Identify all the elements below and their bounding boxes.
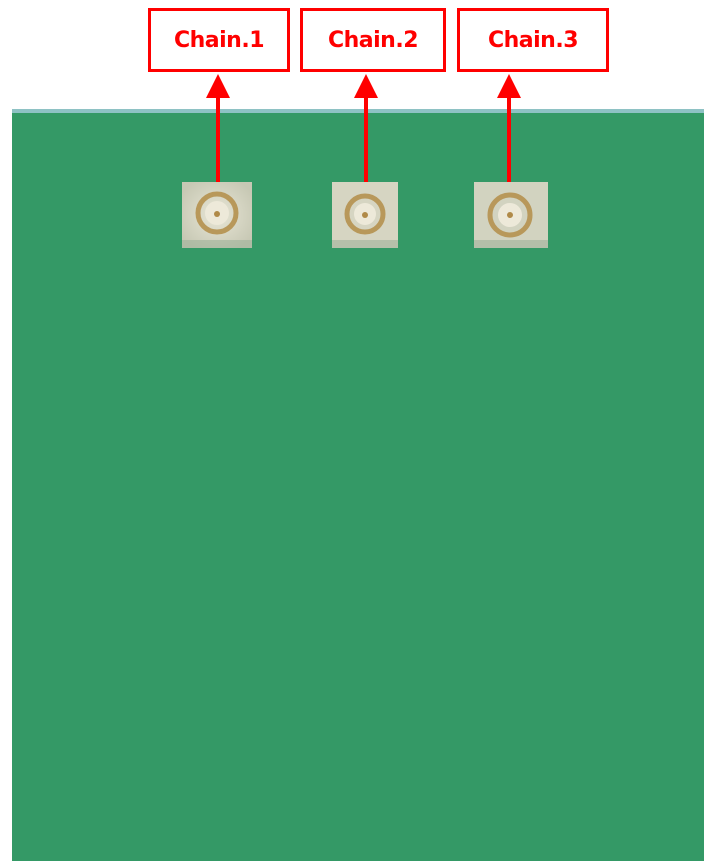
antenna-connector-icon [474,182,548,248]
arrow-up-icon [354,74,378,186]
chain-1-label: Chain.1 [148,8,290,72]
antenna-connector-icon [332,182,398,248]
antenna-connector-icon [182,182,252,248]
arrow-up-icon [497,74,521,186]
chain-2-label: Chain.2 [300,8,446,72]
chain-3-label: Chain.3 [457,8,609,72]
arrow-up-icon [206,74,230,186]
